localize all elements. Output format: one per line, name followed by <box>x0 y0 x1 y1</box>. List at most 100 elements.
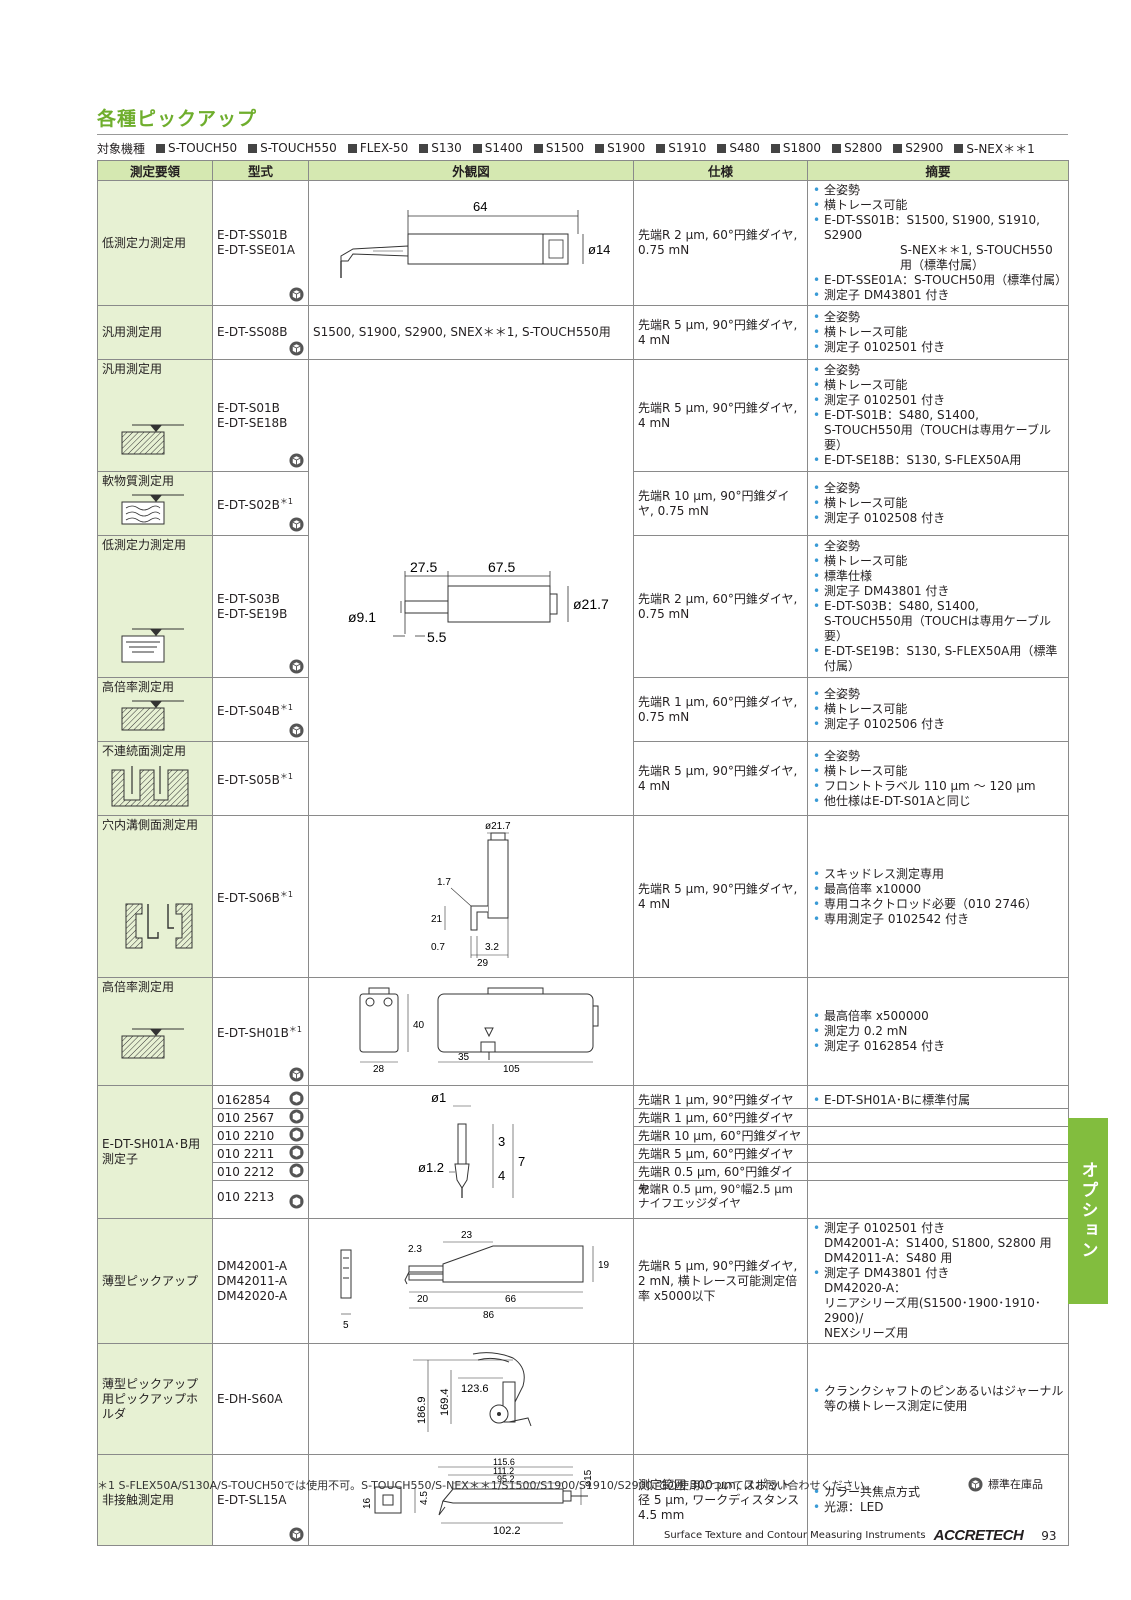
pickup-drawing: 16 4.5 115.6 111.2 95.2 ø15 10 <box>362 1457 594 1537</box>
model-cell: E-DT-SL15A <box>212 1454 309 1546</box>
purpose-cell: 低測定力測定用 <box>97 180 213 306</box>
footnote: ＊1 S-FLEX50A/S130A/S-TOUCH50では使用不可。S-TOU… <box>97 1479 876 1492</box>
dim-b: 2.3 <box>408 1244 422 1255</box>
dim-d: 20 <box>417 1294 429 1305</box>
dim-d: 105 <box>503 1064 520 1075</box>
model-tag: S1800 <box>770 141 821 155</box>
page-number: 93 <box>1041 1528 1057 1543</box>
summary-item: 測定子 0102501 付き <box>812 340 1064 355</box>
figure-cell: ø21.7 1.7 21 0.7 3.2 29 <box>308 815 634 978</box>
summary-cell: クランクシャフトのピンあるいはジャーナル等の横トレース測定に使用 <box>807 1343 1069 1455</box>
table-row: 低測定力測定用 E-DT-SS01B E-DT-SSE01A 64 ø14 <box>97 180 1069 306</box>
figure-cell: 40 28 35 105 <box>308 977 634 1086</box>
footnote-mark: ＊1 <box>279 703 293 712</box>
surface-icon <box>121 424 184 455</box>
section-tab-label: オプション <box>1077 1161 1098 1261</box>
low-force-icon <box>121 628 184 663</box>
table-row: 高倍率測定用 E-DT-S04B＊1 先端R 1 μm, 60°円錐ダイヤ, 0… <box>97 677 1069 742</box>
model-code: E-DT-S03B <box>217 591 280 606</box>
summary-item: E-DT-SS01B：S1500, S1900, S1910, S2900S-N… <box>812 213 1064 273</box>
stylus-spec: 先端R 0.5 μm, 90°幅2.5 μmナイフエッジダイヤ <box>638 1182 793 1210</box>
figure-cell: 64 ø14 <box>308 180 634 306</box>
dim-b: 28 <box>373 1064 385 1075</box>
stylus-spec: 先端R 5 μm, 60°円錐ダイヤ <box>634 1145 807 1163</box>
dim-d: 0.7 <box>431 942 445 953</box>
figure-cell: 16 4.5 115.6 111.2 95.2 ø15 10 <box>308 1454 634 1546</box>
summary-cell: 全姿勢 横トレース可能 測定子 0102501 付き E-DT-S01B：S48… <box>807 359 1069 472</box>
model-tag: S2900 <box>893 141 943 155</box>
summary-item: 最高倍率 x10000 <box>812 882 1064 897</box>
summary-item: 横トレース可能 <box>812 325 1064 340</box>
spec-cell <box>633 977 808 1086</box>
summary-item: 横トレース可能 <box>812 496 1064 511</box>
model-code: E-DT-S01B <box>217 400 280 415</box>
brand-logo: ACCRETECH <box>933 1527 1024 1544</box>
summary-item: 光源：LED <box>812 1500 1064 1515</box>
header-spec: 仕様 <box>633 160 808 181</box>
model-tag: S-NEX＊＊1 <box>954 140 1035 157</box>
holder-drawing: 123.6 186.9 169.4 <box>413 1352 532 1432</box>
high-mag-icon <box>121 700 184 731</box>
spec-cell: 先端R 5 μm, 90°円錐ダイヤ, 4 mN <box>633 741 808 816</box>
page-title: 各種ピックアップ <box>97 108 258 130</box>
purpose-cell: E-DT-SH01A･B用測定子 <box>97 1085 213 1219</box>
dim-length: 64 <box>473 199 487 214</box>
model-code: E-DT-SS01B <box>217 228 288 242</box>
summary-item: カラー共焦点方式 <box>812 1485 1064 1500</box>
stock-icon <box>289 453 304 468</box>
model-code: E-DT-SE18B <box>217 415 288 430</box>
spec-cell: 先端R 2 μm, 60°円錐ダイヤ, 0.75 mN <box>633 535 808 678</box>
summary-cell: 全姿勢 横トレース可能 測定子 0102508 付き <box>807 471 1069 536</box>
model-cell: E-DT-S06B＊1 <box>212 815 309 978</box>
model-cell: E-DT-S03B E-DT-SE19B <box>212 535 309 678</box>
purpose-cell: 不連続面測定用 <box>97 741 213 816</box>
stock-icon <box>289 659 304 674</box>
summary-item: 測定子 0162854 付き <box>812 1039 1064 1054</box>
model-code: E-DT-SSE01A <box>217 243 296 257</box>
summary-item: 横トレース可能 <box>812 764 1064 779</box>
dim-e: 66 <box>505 1294 517 1305</box>
dim-f: 4.5 <box>419 1491 430 1505</box>
discontinuous-icon <box>111 766 189 807</box>
table-row: E-DT-SH01A･B用測定子 0162854 010 2567 010 22… <box>97 1085 1069 1219</box>
summary-item: スキッドレス測定専用 <box>812 867 1064 882</box>
stylus-code-row: 010 2212 <box>213 1163 308 1181</box>
dim-d: ø1.2 <box>418 1160 444 1175</box>
summary-cell: 全姿勢 横トレース可能 E-DT-SS01B：S1500, S1900, S19… <box>807 180 1069 306</box>
summary-item: クランクシャフトのピンあるいはジャーナル等の横トレース測定に使用 <box>812 1384 1064 1414</box>
summary-item: 横トレース可能 <box>812 554 1064 569</box>
stylus-spec: 先端R 1 μm, 90°円錐ダイヤ <box>634 1091 807 1109</box>
model-tag: S2800 <box>832 141 882 155</box>
pickup-drawing: 64 ø14 <box>340 199 610 278</box>
table-row: 高倍率測定用 E-DT-SH01B＊1 40 <box>97 977 1069 1086</box>
dim-a: 123.6 <box>461 1383 489 1395</box>
purpose-cell: 汎用測定用 <box>97 305 213 360</box>
spec-cell: 先端R 5 μm, 90°円錐ダイヤ, 4 mN <box>633 815 808 978</box>
model-code: E-DT-S06B <box>217 891 280 905</box>
summary-item: 測定子 DM43801 付き <box>812 584 1064 599</box>
summary-cell: 最高倍率 x500000 測定力 0.2 mN 測定子 0162854 付き <box>807 977 1069 1086</box>
model-code: DM42001-A <box>217 1258 288 1273</box>
stock-legend: 標準在庫品 <box>968 1476 1043 1492</box>
summary-item: E-DT-SE18B：S130, S-FLEX50A用 <box>812 453 1064 468</box>
model-code: E-DT-SL15A <box>217 1492 287 1507</box>
summary-item: E-DT-SSE01A：S-TOUCH50用（標準付属） <box>812 273 1067 288</box>
section-tab[interactable]: オプション <box>1068 1118 1108 1304</box>
high-mag-icon <box>121 1028 184 1059</box>
summary-item: 横トレース可能 <box>812 378 1064 393</box>
spec-cell: 先端R 10 μm, 90°円錐ダイヤ, 0.75 mN <box>633 471 808 536</box>
summary-item: 全姿勢 <box>812 481 1064 496</box>
stylus-code-row: 0162854 <box>213 1091 308 1109</box>
pickup-drawing: 27.5 67.5 ø21.7 ø9.1 5.5 <box>348 559 609 645</box>
summary-item: 測定子 DM43801 付きDM42020-A：リニアシリーズ用(S1500･1… <box>812 1266 1064 1341</box>
summary-cell: カラー共焦点方式 光源：LED <box>807 1454 1069 1546</box>
summary-item: E-DT-SE19B：S130, S-FLEX50A用（標準付属） <box>812 644 1064 674</box>
model-cell: DM42001-A DM42011-A DM42020-A <box>212 1218 309 1344</box>
summary-item: 最高倍率 x500000 <box>812 1009 1064 1024</box>
header-figure: 外観図 <box>308 160 634 181</box>
purpose-cell: 軟物質測定用 <box>97 471 213 536</box>
model-code: E-DT-SH01B <box>217 1026 289 1040</box>
dim-b: 111.2 <box>493 1466 514 1476</box>
dim-a: 27.5 <box>410 559 437 575</box>
